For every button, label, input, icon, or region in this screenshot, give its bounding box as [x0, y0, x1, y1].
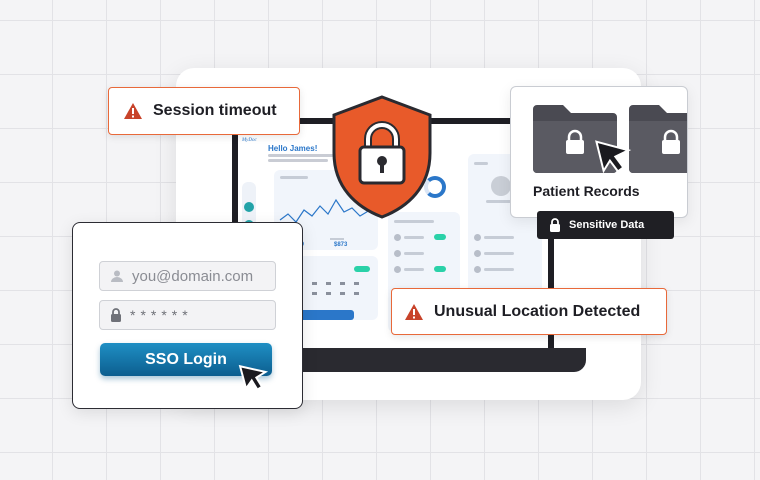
patient-line [484, 252, 514, 255]
appointment-line [404, 252, 424, 255]
dashboard-action-button [298, 310, 354, 320]
locked-folder-icon [533, 105, 617, 173]
user-icon [111, 270, 123, 282]
dashboard-donut [424, 176, 446, 198]
dashboard-greeting: Hello James! [268, 144, 318, 153]
sensitive-data-badge: Sensitive Data [537, 211, 674, 239]
patient-avatar [474, 266, 481, 273]
lock-icon [111, 308, 121, 322]
panel-heading-line [474, 162, 488, 165]
dashboard-subtitle-line [268, 154, 338, 157]
appointment-avatar [394, 234, 401, 241]
session-timeout-alert: Session timeout [108, 87, 300, 135]
profile-name-line [486, 200, 522, 203]
patient-records-card[interactable]: Patient Records [510, 86, 688, 218]
cursor-icon [595, 140, 632, 174]
panel-heading-line [394, 220, 434, 223]
locked-folder-icon [629, 105, 687, 173]
appointment-line [404, 236, 424, 239]
sidebar-dot-icon [244, 202, 254, 212]
appointment-pill [434, 266, 446, 272]
session-timeout-text: Session timeout [153, 102, 277, 119]
sensitive-data-text: Sensitive Data [569, 219, 645, 231]
appointment-line [404, 268, 424, 271]
cursor-icon [238, 364, 269, 391]
shield-lock-icon [332, 95, 432, 219]
patient-avatar [474, 234, 481, 241]
dashboard-subtitle-line [268, 159, 328, 162]
patient-avatar [474, 250, 481, 257]
unusual-location-alert: Unusual Location Detected [391, 288, 667, 335]
appointment-avatar [394, 266, 401, 273]
dashboard-pill [354, 266, 370, 272]
warning-icon [124, 103, 142, 119]
password-mask: ****** [130, 307, 193, 323]
patient-line [484, 268, 514, 271]
email-placeholder: you@domain.com [132, 267, 254, 285]
patient-line [484, 236, 514, 239]
appointment-avatar [394, 250, 401, 257]
dashboard-logo: MyDoc [242, 138, 257, 143]
unusual-location-text: Unusual Location Detected [434, 302, 641, 320]
password-field[interactable]: ****** [99, 300, 276, 330]
appointment-pill [434, 234, 446, 240]
email-field[interactable]: you@domain.com [99, 261, 276, 291]
lock-icon [550, 218, 560, 232]
sso-login-label: SSO Login [145, 350, 227, 368]
warning-icon [405, 303, 423, 320]
profile-avatar [491, 176, 511, 196]
patient-records-label: Patient Records [533, 183, 640, 199]
dashboard-stat-2: $873 [334, 242, 348, 248]
